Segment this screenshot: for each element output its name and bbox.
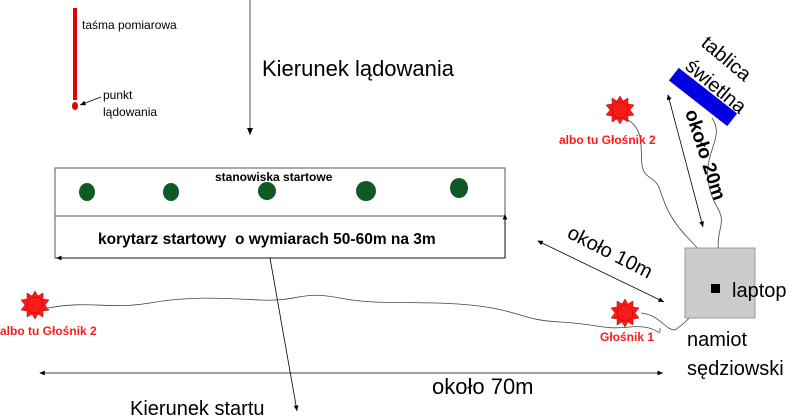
landing-point-label-2: lądowania: [103, 105, 157, 119]
speaker-icon: [610, 298, 640, 328]
distance-10m-arrow: [537, 240, 665, 303]
corridor-label: korytarz startowy o wymiarach 50-60m na …: [98, 231, 436, 248]
speaker-icon: [20, 290, 50, 320]
landing-point-label: punkt: [103, 88, 133, 102]
speaker2-alt-left-label: albo tu Głośnik 2: [0, 324, 97, 338]
speaker1-label: Głośnik 1: [600, 330, 654, 344]
distance-70m-label: około 70m: [432, 374, 534, 399]
laptop-icon: [711, 284, 720, 293]
start-position: [163, 183, 179, 201]
speaker2-alt-top-label: albo tu Głośnik 2: [559, 133, 656, 147]
measuring-tape: [73, 8, 77, 100]
cable-scoreboard: [707, 117, 722, 286]
start-position: [258, 182, 276, 200]
landing-direction-label: Kierunek lądowania: [262, 56, 455, 81]
tent-label: namiot: [687, 329, 747, 351]
laptop-label: laptop: [732, 280, 787, 302]
judges-tent: [684, 247, 756, 319]
cable-left: [47, 294, 661, 333]
distance-10m-label: około 10m: [564, 222, 656, 283]
landing-point: [72, 102, 78, 110]
start-direction-label: Kierunek startu: [130, 398, 265, 419]
tent-label-2: sędziowski: [687, 358, 784, 380]
distance-20m-arrow: [666, 94, 704, 228]
start-direction-arrow: [269, 257, 299, 412]
landing-point-arrow: [79, 96, 102, 106]
start-position: [356, 181, 376, 201]
start-position: [79, 183, 95, 201]
speaker-icon: [605, 95, 635, 125]
tape-label: taśma pomiarowa: [82, 18, 177, 32]
start-position: [450, 178, 468, 198]
positions-label: stanowiska startowe: [215, 170, 333, 184]
